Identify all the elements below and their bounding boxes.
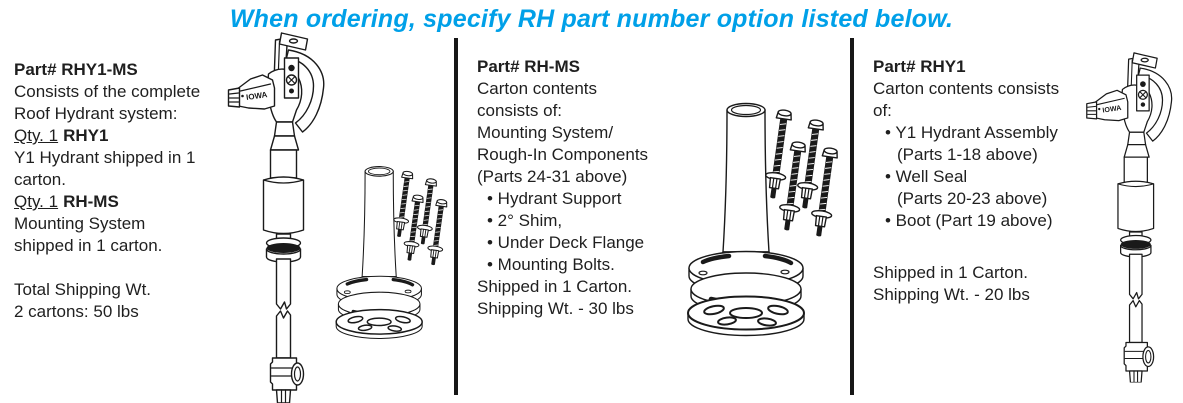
page-title: When ordering, specify RH part number op… xyxy=(229,5,954,33)
description-line: Rough-In Components xyxy=(477,145,649,164)
description-line: of: xyxy=(873,101,892,120)
hydrant-illustration xyxy=(1085,28,1183,403)
mounting-system-illustration xyxy=(681,80,851,340)
bullet-item: • Boot (Part 19 above) xyxy=(885,211,1053,230)
part-number-heading: Part# RHY1 xyxy=(873,57,966,76)
bullet-item: • Hydrant Support xyxy=(487,189,622,208)
spacer xyxy=(14,257,238,279)
bullet-sub-line: (Parts 1-18 above) xyxy=(897,145,1038,164)
qty-part-number: RH-MS xyxy=(63,192,119,211)
mounting-system-illustration xyxy=(331,149,457,342)
description-line: Carton contents consists xyxy=(873,79,1060,98)
column-rhy1-ms: Part# RHY1-MS Consists of the complete R… xyxy=(14,59,238,323)
description-line: shipped in 1 carton. xyxy=(14,236,163,255)
description-line: Roof Hydrant system: xyxy=(14,104,178,123)
spacer xyxy=(873,232,1085,262)
shipping-weight-line: Total Shipping Wt. xyxy=(14,280,152,299)
bullet-sub-line: (Parts 20-23 above) xyxy=(897,189,1048,208)
description-line: carton. xyxy=(14,170,66,189)
description-line: Consists of the complete xyxy=(14,82,201,101)
qty-label: Qty. 1 xyxy=(14,126,59,145)
column-rhy1: Part# RHY1 Carton contents consists of: … xyxy=(873,56,1085,306)
column-divider xyxy=(454,38,458,395)
bullet-item: • Y1 Hydrant Assembly xyxy=(885,123,1058,142)
bullet-item: • 2° Shim, xyxy=(487,211,563,230)
qty-label: Qty. 1 xyxy=(14,192,59,211)
shipping-weight-line: Shipping Wt. - 20 lbs xyxy=(873,285,1030,304)
bullet-item: • Under Deck Flange xyxy=(487,233,645,252)
shipping-line: Shipped in 1 Carton. xyxy=(873,263,1028,282)
shipping-line: Shipped in 1 Carton. xyxy=(477,277,632,296)
description-line: Mounting System/ xyxy=(477,123,614,142)
column-rh-ms: Part# RH-MS Carton contents consists of:… xyxy=(477,56,682,320)
description-line: Mounting System xyxy=(14,214,146,233)
description-line: Y1 Hydrant shipped in 1 xyxy=(14,148,196,167)
part-number-heading: Part# RHY1-MS xyxy=(14,60,138,79)
description-line: (Parts 24-31 above) xyxy=(477,167,628,186)
description-line: Carton contents xyxy=(477,79,598,98)
part-number-heading: Part# RH-MS xyxy=(477,57,580,76)
description-line: consists of: xyxy=(477,101,563,120)
bullet-item: • Mounting Bolts. xyxy=(487,255,615,274)
qty-part-number: RHY1 xyxy=(63,126,109,145)
bullet-item: • Well Seal xyxy=(885,167,968,186)
shipping-weight-line: Shipping Wt. - 30 lbs xyxy=(477,299,634,318)
hydrant-illustration xyxy=(226,28,337,403)
column-divider xyxy=(850,38,854,395)
shipping-weight-line: 2 cartons: 50 lbs xyxy=(14,302,139,321)
